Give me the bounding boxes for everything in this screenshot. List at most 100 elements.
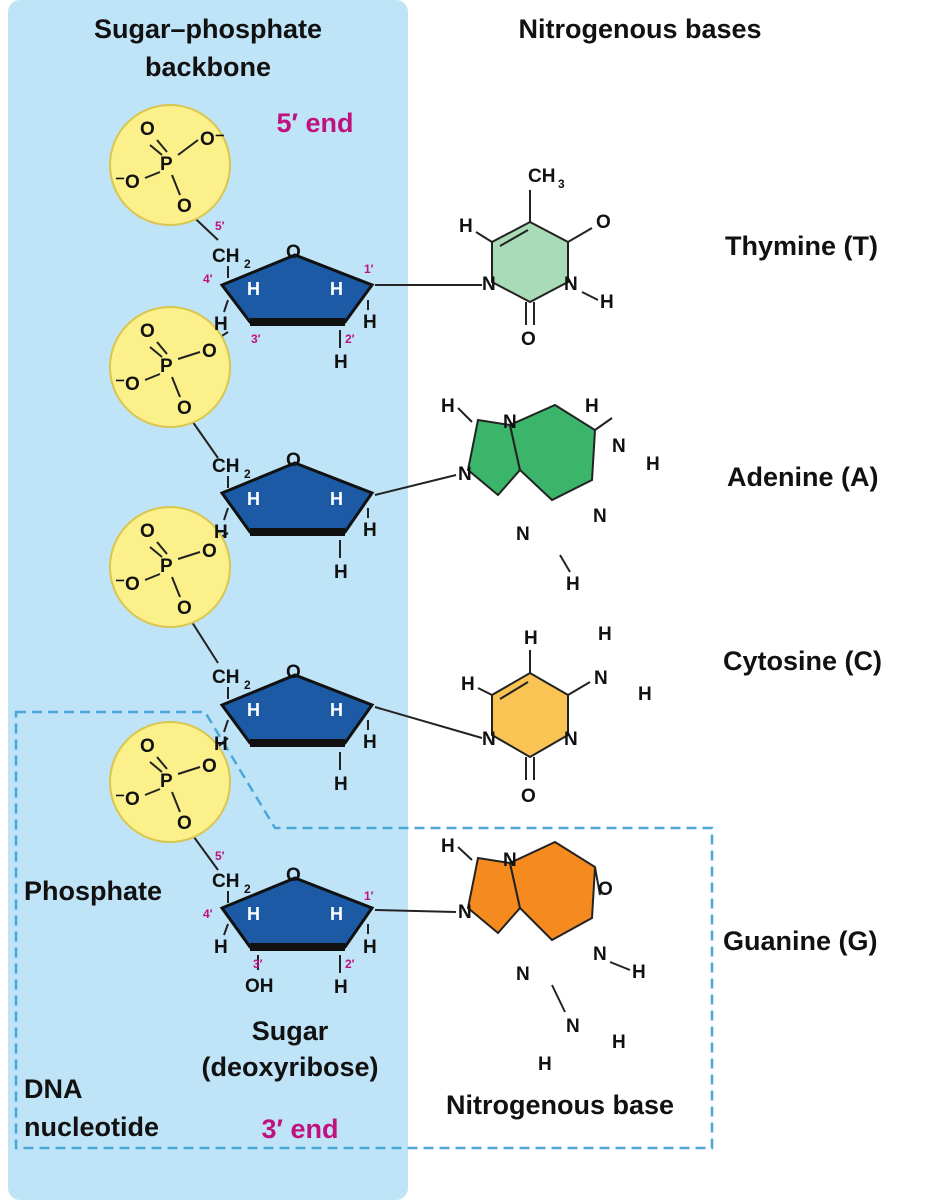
adenine-base: H N N N N N H H H (441, 396, 660, 595)
phosphate-group-3: O P O ⁻O O (109, 506, 231, 628)
svg-text:H: H (632, 962, 646, 983)
nucleotide-outline (14, 710, 714, 1150)
svg-text:H: H (638, 684, 652, 705)
svg-text:H: H (566, 574, 580, 595)
five-prime-end-label: 5′ end (277, 108, 354, 138)
svg-text:H: H (247, 279, 260, 299)
svg-text:OH: OH (245, 976, 274, 997)
label-sugar-line2: (deoxyribose) (201, 1052, 378, 1082)
svg-text:H: H (214, 522, 228, 543)
svg-text:O: O (140, 521, 155, 542)
svg-text:N: N (482, 729, 496, 750)
svg-text:O: O (598, 879, 613, 900)
svg-text:H: H (524, 628, 538, 649)
label-guanine: Guanine (G) (723, 926, 878, 956)
svg-text:H: H (441, 396, 455, 417)
svg-text:O: O (140, 736, 155, 757)
svg-text:N: N (503, 412, 517, 433)
svg-text:4′: 4′ (203, 272, 213, 286)
svg-text:O⁻: O⁻ (200, 129, 225, 150)
label-thymine: Thymine (T) (725, 231, 878, 261)
header-backbone-line2: backbone (145, 52, 271, 82)
svg-text:P: P (160, 356, 173, 377)
header-bases: Nitrogenous bases (518, 14, 761, 44)
svg-text:H: H (214, 734, 228, 755)
svg-text:H: H (363, 937, 377, 958)
svg-text:O: O (177, 813, 192, 834)
svg-text:H: H (247, 489, 260, 509)
svg-text:4′: 4′ (203, 907, 213, 921)
svg-text:3′: 3′ (253, 957, 263, 971)
svg-text:H: H (214, 314, 228, 335)
svg-text:H: H (330, 279, 343, 299)
svg-text:2′: 2′ (345, 332, 355, 346)
svg-text:H: H (334, 977, 348, 998)
label-adenine: Adenine (A) (727, 462, 879, 492)
three-prime-end-label: 3′ end (262, 1114, 339, 1144)
svg-text:N: N (593, 506, 607, 527)
svg-text:O: O (177, 196, 192, 217)
svg-text:N: N (516, 964, 530, 985)
svg-text:⁻O: ⁻O (115, 574, 140, 595)
svg-text:CH: CH (212, 456, 239, 477)
svg-text:H: H (600, 292, 614, 313)
svg-text:H: H (334, 352, 348, 373)
svg-text:5′: 5′ (215, 849, 225, 863)
svg-text:O: O (286, 662, 301, 683)
svg-text:H: H (363, 732, 377, 753)
svg-text:H: H (598, 624, 612, 645)
svg-text:H: H (330, 904, 343, 924)
svg-text:3′: 3′ (251, 332, 261, 346)
svg-text:O: O (202, 341, 217, 362)
svg-text:5′: 5′ (215, 219, 225, 233)
svg-text:O: O (521, 329, 536, 350)
svg-text:2: 2 (244, 257, 251, 271)
svg-text:O: O (202, 756, 217, 777)
svg-text:H: H (459, 216, 473, 237)
glycosidic-bonds (374, 284, 483, 913)
svg-text:H: H (363, 520, 377, 541)
header-backbone-line1: Sugar–phosphate (94, 14, 322, 44)
label-cytosine: Cytosine (C) (723, 646, 882, 676)
svg-text:O: O (202, 541, 217, 562)
svg-text:2′: 2′ (345, 957, 355, 971)
label-phosphate: Phosphate (24, 876, 162, 906)
svg-text:N: N (482, 274, 496, 295)
svg-text:N: N (516, 524, 530, 545)
svg-text:CH: CH (212, 667, 239, 688)
svg-text:H: H (247, 700, 260, 720)
label-sugar-line1: Sugar (252, 1016, 329, 1046)
label-dna-line1: DNA (24, 1074, 83, 1104)
svg-text:H: H (363, 312, 377, 333)
svg-text:1′: 1′ (364, 262, 374, 276)
svg-text:H: H (441, 836, 455, 857)
svg-text:H: H (461, 674, 475, 695)
svg-text:3: 3 (558, 177, 565, 191)
phosphate-group-4: O P O ⁻O O (109, 721, 231, 843)
svg-text:H: H (612, 1032, 626, 1053)
svg-text:⁻O: ⁻O (115, 789, 140, 810)
svg-text:2: 2 (244, 678, 251, 692)
svg-text:H: H (247, 904, 260, 924)
svg-text:O: O (286, 450, 301, 471)
svg-text:H: H (334, 774, 348, 795)
svg-text:H: H (334, 562, 348, 583)
svg-text:N: N (458, 464, 472, 485)
svg-text:P: P (160, 154, 173, 175)
svg-text:H: H (330, 700, 343, 720)
svg-text:P: P (160, 771, 173, 792)
sugar-ring-3: CH 2 O H H H H H (212, 662, 377, 795)
svg-text:H: H (330, 489, 343, 509)
svg-text:O: O (140, 119, 155, 140)
phosphate-group-1: O P O⁻ ⁻O O (109, 104, 231, 226)
svg-text:O: O (596, 212, 611, 233)
svg-text:CH: CH (212, 871, 239, 892)
svg-text:N: N (458, 902, 472, 923)
svg-text:P: P (160, 556, 173, 577)
svg-text:N: N (564, 729, 578, 750)
